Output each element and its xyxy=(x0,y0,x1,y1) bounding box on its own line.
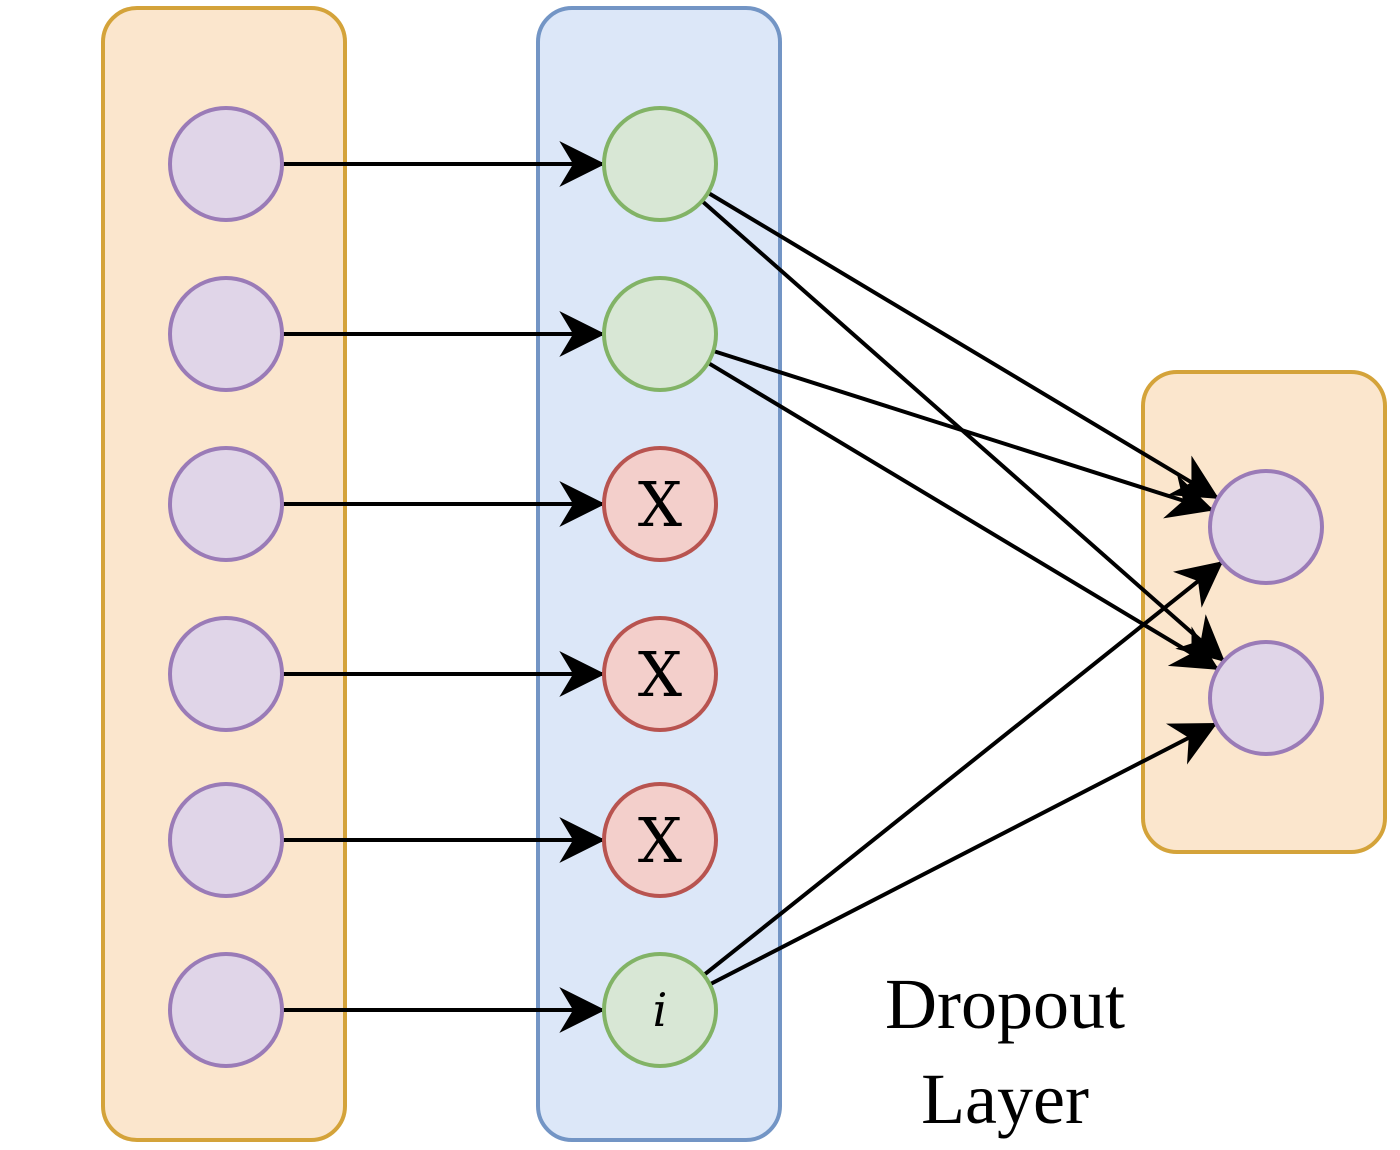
dropped-neuron-circle xyxy=(602,446,718,562)
input-neuron xyxy=(168,952,284,1068)
dropped-neuron-label: X xyxy=(638,468,682,541)
kept-neuron-circle xyxy=(602,952,718,1068)
dropped-neuron: X xyxy=(602,446,718,562)
kept-neuron-label: i xyxy=(653,983,668,1037)
input-neuron-circle xyxy=(168,276,284,392)
caption-line-1: Dropout xyxy=(885,964,1125,1044)
output-layer-panel xyxy=(1141,370,1387,854)
dropped-neuron-label: X xyxy=(638,804,682,877)
connections xyxy=(282,141,1225,1033)
edge-d-6-to-out-2 xyxy=(708,722,1218,987)
edge-d-1-to-out-1 xyxy=(707,191,1220,500)
kept-neuron: i xyxy=(602,952,718,1068)
dropped-neuron-circle xyxy=(602,616,718,732)
kept-neuron-circle xyxy=(602,276,718,392)
output-neuron-circle xyxy=(1208,640,1324,756)
output-neuron-circle xyxy=(1208,469,1324,585)
input-neuron-circle xyxy=(168,106,284,222)
edge-d-6-to-out-1 xyxy=(702,560,1224,977)
input-neuron xyxy=(168,446,284,562)
input-neuron xyxy=(168,106,284,222)
input-neuron xyxy=(168,782,284,898)
neurons: X X Xi xyxy=(168,106,1324,1068)
output-neuron xyxy=(1208,469,1324,585)
dropped-neuron: X xyxy=(602,616,718,732)
dropped-neuron-circle xyxy=(602,782,718,898)
kept-neuron xyxy=(602,106,718,222)
dropped-neuron-label: X xyxy=(638,638,682,711)
dropped-neuron: X xyxy=(602,782,718,898)
edge-d-2-to-out-2 xyxy=(706,361,1220,671)
input-neuron-circle xyxy=(168,952,284,1068)
input-neuron xyxy=(168,276,284,392)
kept-neuron xyxy=(602,276,718,392)
input-neuron-circle xyxy=(168,616,284,732)
caption-line-2: Layer xyxy=(921,1059,1089,1139)
output-neuron xyxy=(1208,640,1324,756)
input-neuron xyxy=(168,616,284,732)
input-layer-panel xyxy=(101,6,347,1142)
input-neuron-circle xyxy=(168,782,284,898)
input-neuron-circle xyxy=(168,446,284,562)
kept-neuron-circle xyxy=(602,106,718,222)
edge-d-2-to-out-1 xyxy=(712,349,1214,519)
